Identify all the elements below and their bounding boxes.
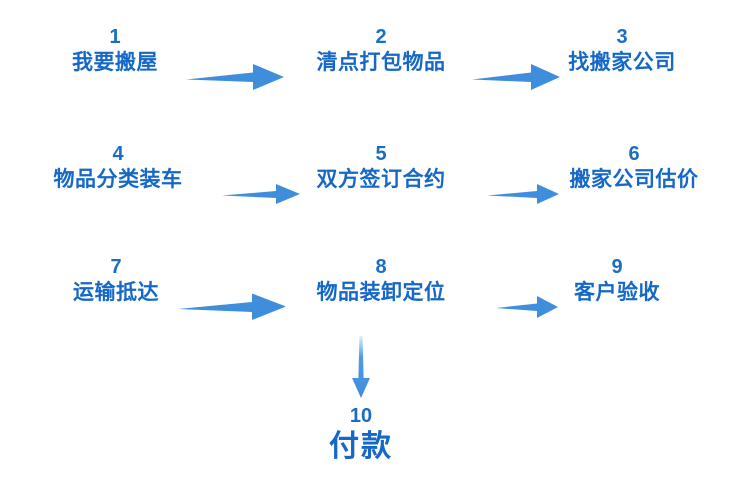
arrow-8-to-9 bbox=[496, 294, 558, 320]
flow-step-7[interactable]: 7 运输抵达 bbox=[73, 256, 159, 308]
step-number-4: 4 bbox=[112, 143, 124, 165]
step-number-7: 7 bbox=[110, 256, 122, 278]
step-number-8: 8 bbox=[375, 256, 387, 278]
flow-step-6[interactable]: 6 搬家公司估价 bbox=[570, 143, 699, 195]
step-label-1: 我要搬屋 bbox=[72, 51, 158, 74]
step-label-4: 物品分类装车 bbox=[53, 168, 183, 191]
step-label-3: 找搬家公司 bbox=[568, 51, 676, 74]
step-number-2: 2 bbox=[375, 26, 387, 48]
step-label-5: 双方签订合约 bbox=[316, 168, 446, 191]
flow-step-3[interactable]: 3 找搬家公司 bbox=[568, 26, 676, 78]
arrow-7-to-8 bbox=[178, 292, 286, 322]
arrow-5-to-6 bbox=[487, 182, 559, 206]
step-label-7: 运输抵达 bbox=[73, 281, 159, 304]
arrow-8-to-10 bbox=[344, 336, 378, 398]
arrow-2-to-3 bbox=[472, 62, 560, 92]
step-label-2: 清点打包物品 bbox=[316, 51, 446, 74]
step-number-1: 1 bbox=[109, 26, 121, 48]
step-number-6: 6 bbox=[628, 143, 640, 165]
flow-step-4[interactable]: 4 物品分类装车 bbox=[54, 143, 183, 195]
flow-step-5[interactable]: 5 双方签订合约 bbox=[317, 143, 446, 195]
flow-step-1[interactable]: 1 我要搬屋 bbox=[72, 26, 158, 78]
step-number-5: 5 bbox=[375, 143, 387, 165]
arrow-1-to-2 bbox=[186, 62, 284, 92]
flow-step-2[interactable]: 2 清点打包物品 bbox=[317, 26, 446, 78]
step-number-9: 9 bbox=[611, 256, 623, 278]
flow-step-8[interactable]: 8 物品装卸定位 bbox=[317, 256, 446, 308]
step-label-8: 物品装卸定位 bbox=[316, 281, 446, 304]
flow-step-9[interactable]: 9 客户验收 bbox=[574, 256, 660, 308]
flow-step-10[interactable]: 10 付款 bbox=[329, 404, 393, 466]
step-label-9: 客户验收 bbox=[574, 281, 660, 304]
step-label-6: 搬家公司估价 bbox=[569, 168, 699, 191]
step-number-3: 3 bbox=[616, 26, 628, 48]
arrow-4-to-5 bbox=[222, 182, 300, 206]
step-label-10: 付款 bbox=[329, 430, 393, 463]
step-number-10: 10 bbox=[349, 405, 373, 427]
